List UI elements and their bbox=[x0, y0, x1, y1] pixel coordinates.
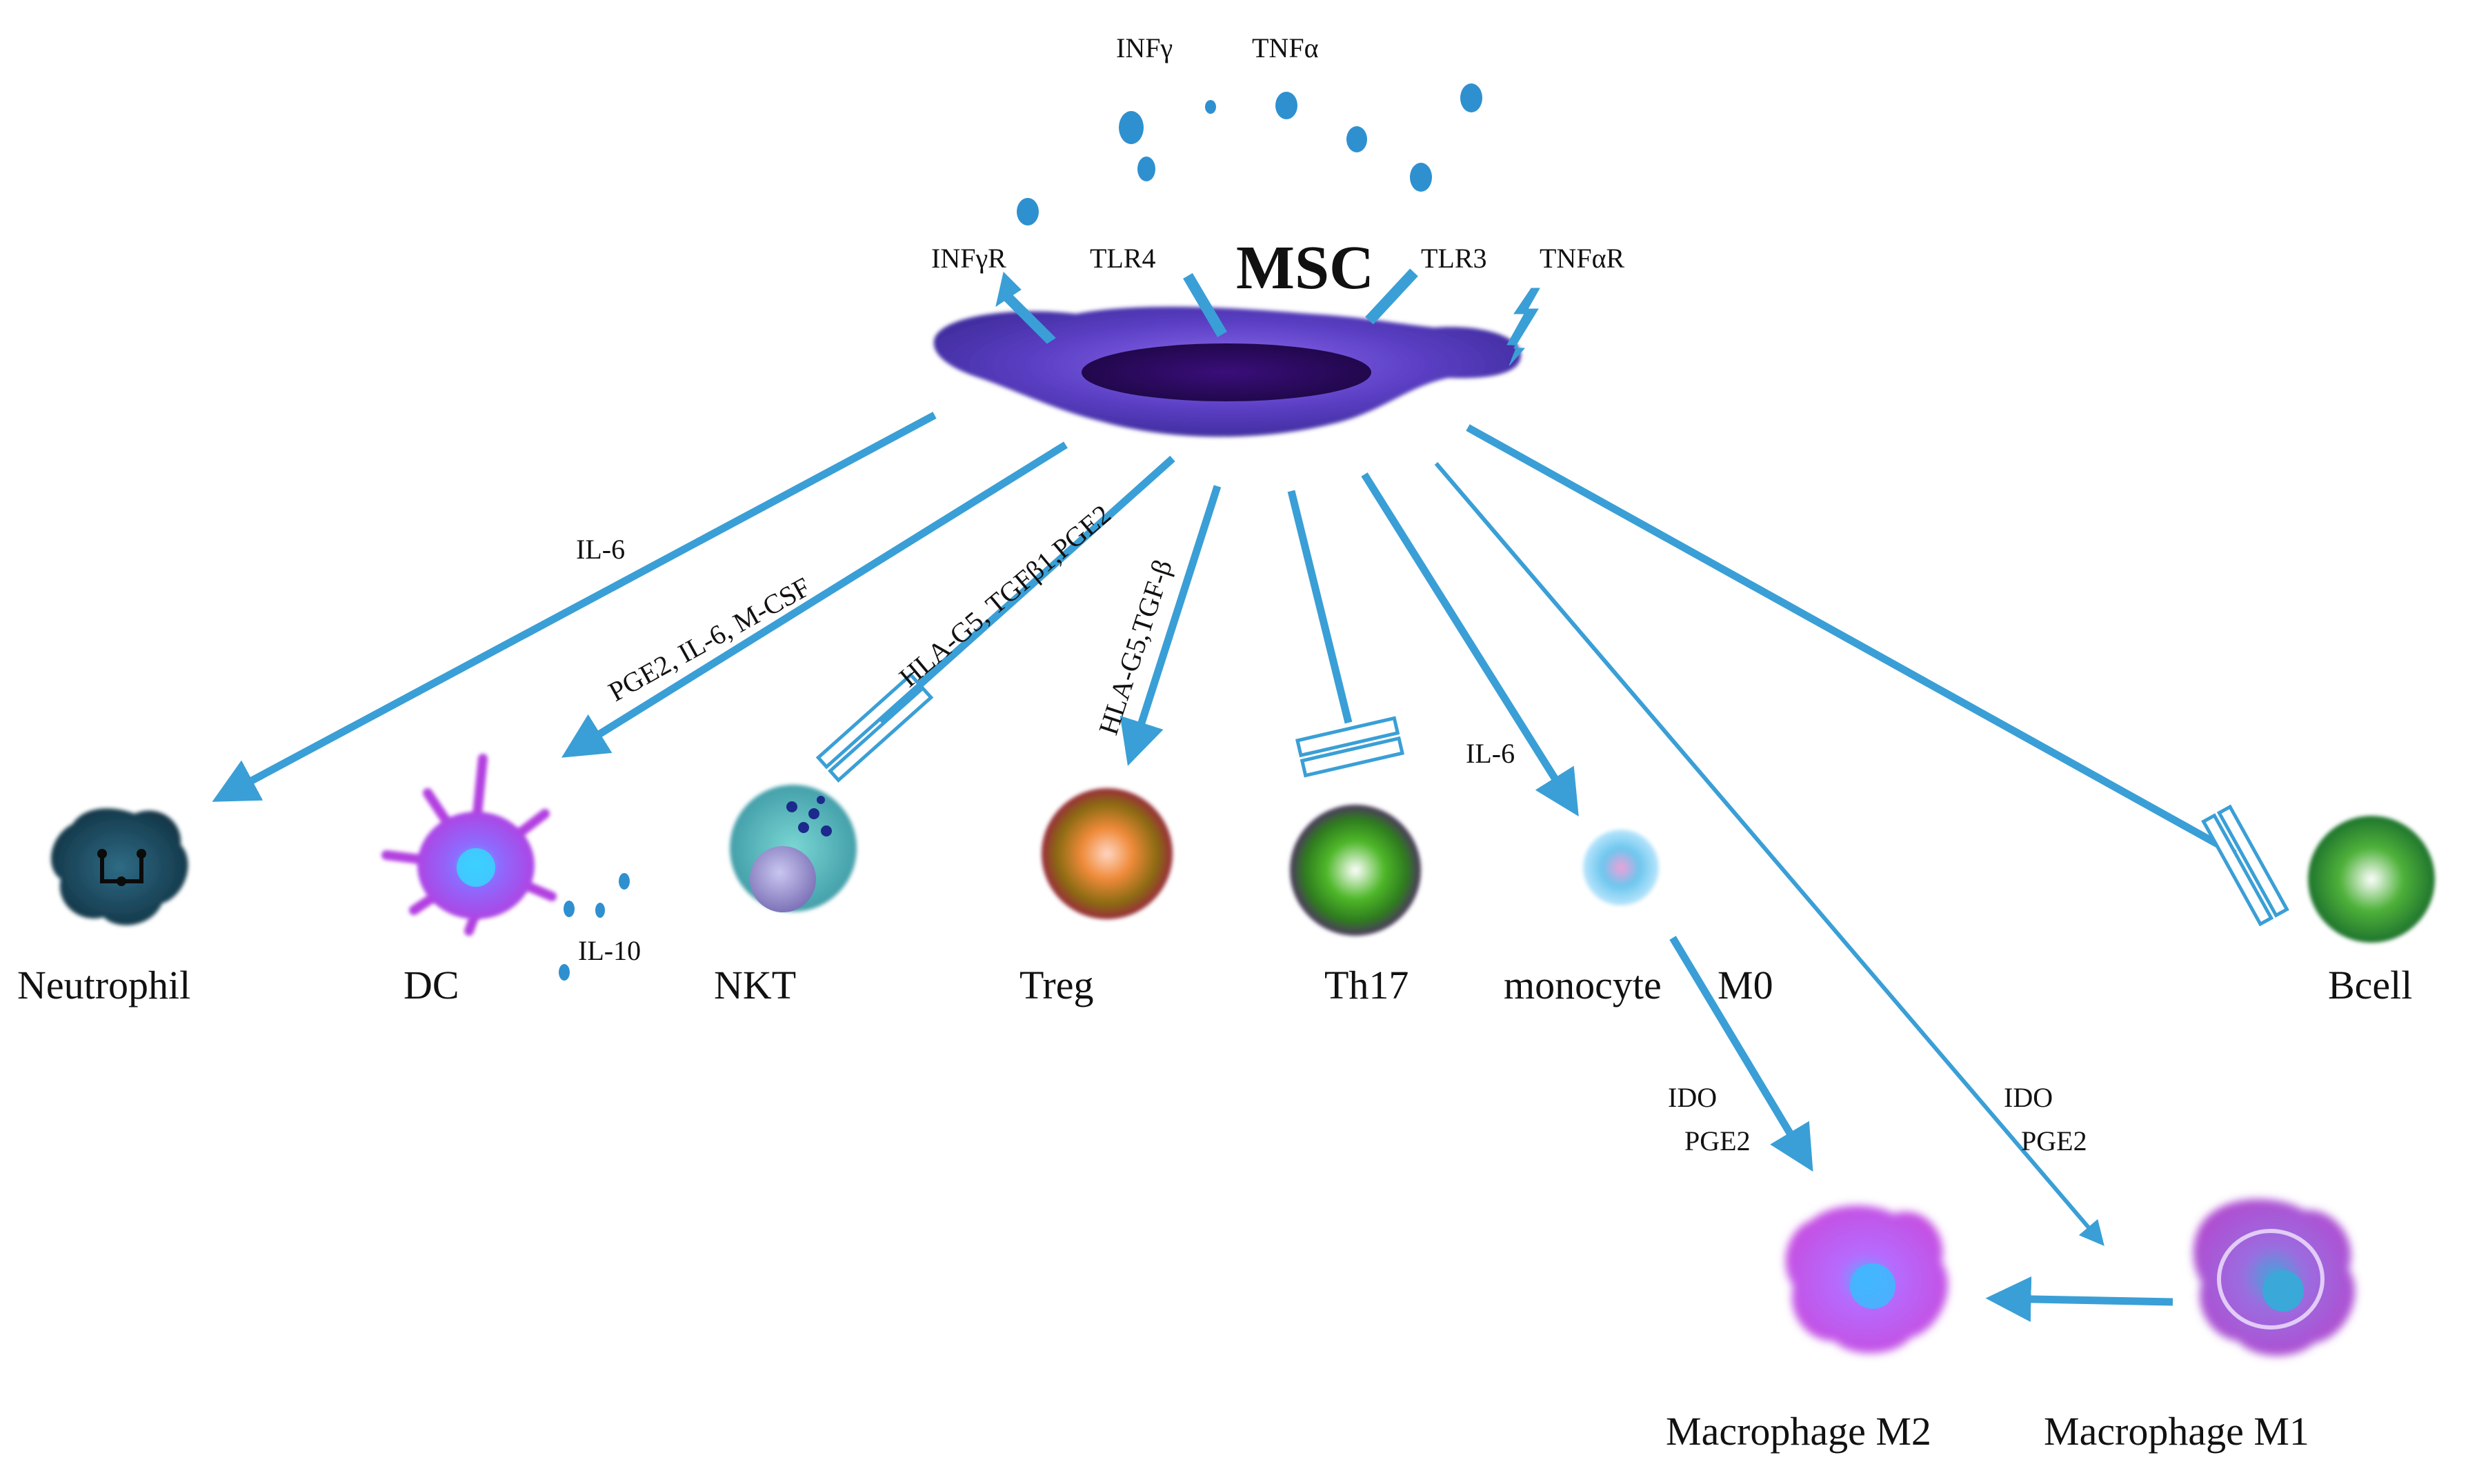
dc-cell bbox=[381, 754, 630, 981]
droplet bbox=[1410, 163, 1432, 192]
droplet bbox=[1460, 83, 1482, 112]
arrow-msc-dc bbox=[561, 441, 1068, 758]
neutrophil-granule bbox=[117, 876, 126, 886]
inf-gamma-label: INFγ bbox=[1116, 32, 1173, 63]
m2-nucleus bbox=[1850, 1263, 1895, 1309]
il10-droplet bbox=[619, 873, 630, 890]
arrow-msc-treg bbox=[1119, 485, 1222, 766]
bcell-body bbox=[2308, 816, 2435, 943]
neutrophil-cell bbox=[51, 808, 188, 925]
label-ido-m2: IDO bbox=[1668, 1082, 1717, 1113]
inf-gamma-receptor-icon bbox=[995, 272, 1056, 344]
il10-droplet bbox=[564, 901, 575, 917]
label-il6-neutrophil: IL-6 bbox=[576, 534, 625, 565]
treg-body bbox=[1042, 788, 1173, 919]
treg-cell bbox=[1042, 788, 1173, 919]
tnf-alpha-receptor-icon bbox=[1506, 288, 1540, 366]
monocyte-cell bbox=[1583, 830, 1659, 905]
label-dc-factors: PGE2, IL-6, M-CSF bbox=[604, 571, 816, 708]
label-pge2-m1: PGE2 bbox=[2021, 1125, 2087, 1156]
dc-label: DC bbox=[404, 963, 459, 1007]
bcell-label: Bcell bbox=[2328, 963, 2412, 1007]
inhibit-msc-th17 bbox=[1287, 490, 1353, 724]
activation-arrows bbox=[212, 412, 2173, 1322]
macrophage-m2-label: Macrophage M2 bbox=[1666, 1409, 1931, 1454]
arrow-msc-m1 bbox=[1434, 462, 2104, 1246]
arrow-m1-m2 bbox=[1985, 1276, 2173, 1322]
macrophage-m1-cell bbox=[2193, 1199, 2356, 1356]
inhibit-msc-bcell bbox=[1466, 424, 2237, 857]
tnf-alpha-label: TNFα bbox=[1252, 32, 1319, 63]
bcell-cell bbox=[2308, 816, 2435, 943]
il10-droplet bbox=[559, 964, 570, 981]
label-ido-m1: IDO bbox=[2004, 1082, 2053, 1113]
nkt-label: NKT bbox=[714, 963, 796, 1007]
receptors bbox=[995, 268, 1540, 366]
tnf-alpha-r-label: TNFαR bbox=[1540, 243, 1625, 274]
neutrophil-granule bbox=[137, 849, 146, 859]
arrow-msc-neutrophil bbox=[212, 412, 937, 802]
th17-cell bbox=[1290, 805, 1421, 936]
tlr3-label: TLR3 bbox=[1421, 243, 1487, 274]
cytokine-droplets bbox=[1017, 83, 1482, 225]
nkt-cell bbox=[730, 785, 857, 912]
tlr4-receptor-icon bbox=[1183, 272, 1227, 338]
dc-il10-label: IL-10 bbox=[578, 935, 641, 966]
droplet bbox=[1346, 126, 1367, 152]
neutrophil-label: Neutrophil bbox=[17, 963, 190, 1007]
droplet bbox=[1275, 92, 1297, 119]
m0-label: M0 bbox=[1718, 963, 1773, 1007]
monocyte-body bbox=[1583, 830, 1659, 905]
tlr3-receptor-icon bbox=[1365, 268, 1418, 325]
arrow-monocyte-m2 bbox=[1669, 936, 1813, 1172]
m1-nucleus bbox=[2262, 1270, 2304, 1312]
treg-label: Treg bbox=[1019, 963, 1093, 1007]
msc-nucleus bbox=[1082, 343, 1371, 401]
inf-gamma-r-label: INFγR bbox=[931, 243, 1006, 274]
nkt-granules bbox=[786, 796, 832, 836]
inhibit-bar-nkt bbox=[815, 672, 934, 783]
th17-body bbox=[1290, 805, 1421, 936]
droplet bbox=[1119, 111, 1144, 144]
inhibition-arrows bbox=[815, 424, 2289, 927]
tlr4-label: TLR4 bbox=[1090, 243, 1156, 274]
macrophage-m1-label: Macrophage M1 bbox=[2044, 1409, 2309, 1454]
nkt-nucleus bbox=[750, 846, 816, 912]
macrophage-m2-cell bbox=[1785, 1205, 1949, 1354]
th17-label: Th17 bbox=[1324, 963, 1409, 1007]
label-pge2-m2: PGE2 bbox=[1684, 1125, 1751, 1156]
inhibit-bar-bcell bbox=[2201, 804, 2289, 927]
droplet bbox=[1205, 100, 1216, 114]
msc-title: MSC bbox=[1236, 234, 1374, 302]
inhibit-bar-th17 bbox=[1295, 716, 1405, 778]
il10-droplet bbox=[595, 903, 605, 918]
m1-membrane bbox=[2217, 1229, 2325, 1330]
monocyte-label: monocyte bbox=[1504, 963, 1662, 1007]
dc-nucleus bbox=[457, 848, 495, 887]
neutrophil-granule bbox=[97, 849, 107, 859]
inhibit-msc-nkt bbox=[877, 455, 1175, 724]
label-il6-monocyte: IL-6 bbox=[1466, 738, 1515, 769]
droplet bbox=[1137, 157, 1155, 181]
droplet bbox=[1017, 198, 1039, 225]
arrow-msc-monocyte bbox=[1361, 472, 1579, 816]
msc-cell bbox=[933, 306, 1521, 437]
neutrophil-body bbox=[51, 808, 188, 925]
